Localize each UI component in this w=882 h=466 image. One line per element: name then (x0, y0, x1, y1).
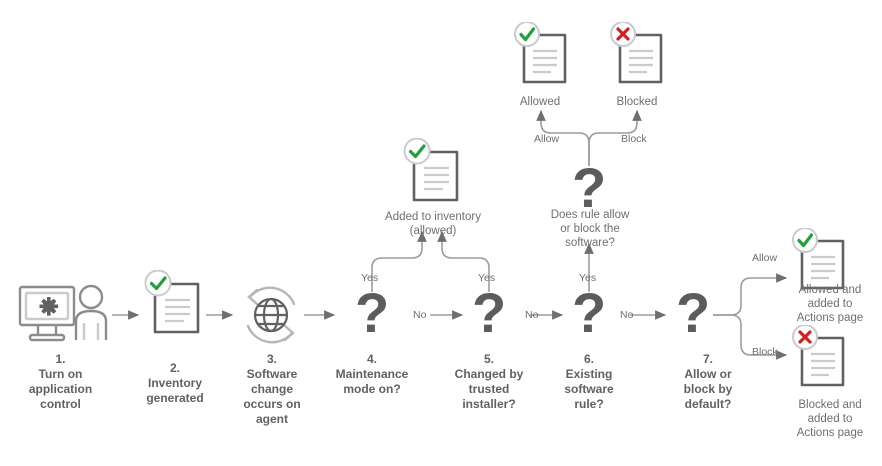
step6-question-mark-icon: ? (572, 281, 607, 344)
document-allowed-icon (403, 137, 459, 202)
step7-question-mark-icon: ? (676, 281, 711, 344)
document-allowed-icon (514, 21, 567, 84)
step1-caption: 1.Turn on application control (8, 352, 113, 412)
step7-caption: 7.Allow or block by default? (658, 352, 758, 412)
step6-caption: 6.Existing software rule? (539, 352, 639, 412)
monitor-user-icon (18, 284, 108, 342)
step5-number: 5. (483, 352, 494, 366)
step2-label: Inventory generated (146, 376, 204, 405)
step2-caption: 2.Inventory generated (125, 361, 225, 406)
step6-number: 6. (583, 352, 594, 366)
document-allowed-icon (792, 227, 845, 290)
outcome-blocked-icon (608, 21, 668, 95)
edge-label-yes-step4: Yes (361, 272, 379, 284)
outcome-inventory-icon (401, 137, 465, 213)
step4-question-mark-icon: ? (355, 281, 390, 344)
step2-icon (142, 269, 206, 345)
step1-number: 1. (55, 352, 66, 366)
step3-number: 3. (266, 352, 277, 366)
document-blocked-icon (792, 324, 845, 387)
edge-label-yes-step6: Yes (579, 272, 597, 284)
outcome-inventory-label: Added to inventory (allowed) (385, 211, 481, 237)
document-allowed-icon (144, 269, 200, 334)
outcome-blocked-label: Blocked (616, 96, 658, 108)
step4-number: 4. (366, 352, 377, 366)
step5-label: Changed by trusted installer? (454, 367, 524, 411)
step3-caption: 3.Software change occurs on agent (222, 352, 322, 427)
step3-label: Software change occurs on agent (243, 367, 301, 426)
document-blocked-icon (610, 21, 663, 84)
outcome-allowed-icon (512, 21, 572, 95)
edge-label-block-default: Block (752, 346, 778, 358)
step5-question-mark-icon: ? (472, 281, 507, 344)
step7-label: Allow or block by default? (683, 367, 733, 411)
step3-icon (236, 280, 306, 355)
outcome-blocked-actions-label: Blocked and added to Actions page (796, 399, 864, 439)
step7-number: 7. (702, 352, 713, 366)
outcome-allowed-actions-label: Allowed and added to Actions page (796, 284, 864, 324)
edge-label-yes-step5: Yes (478, 272, 496, 284)
edge-label-no-step5: No (525, 309, 539, 321)
edge-label-allow-rule: Allow (534, 133, 560, 145)
edge-label-no-step6: No (620, 309, 634, 321)
outcome-allowed-actions-icon (790, 227, 850, 301)
rule-question-label: Does rule allow or block the software? (550, 209, 630, 249)
step5-caption: 5.Changed by trusted installer? (439, 352, 539, 412)
edge-label-no-step4: No (413, 309, 427, 321)
step6-label: Existing software rule? (564, 367, 614, 411)
outcome-allowed-label: Allowed (519, 96, 561, 108)
edge-label-block-rule: Block (621, 133, 647, 145)
step4-caption: 4.Maintenance mode on? (322, 352, 422, 397)
rule-question-mark-icon: ? (572, 156, 607, 219)
step4-label: Maintenance mode on? (335, 367, 409, 396)
step1-icon (18, 283, 114, 354)
edge-label-allow-default: Allow (752, 252, 778, 264)
step1-label: Turn on application control (28, 367, 93, 411)
outcome-blocked-actions-icon (790, 324, 850, 398)
step2-number: 2. (169, 361, 180, 375)
globe-refresh-icon (246, 286, 296, 344)
